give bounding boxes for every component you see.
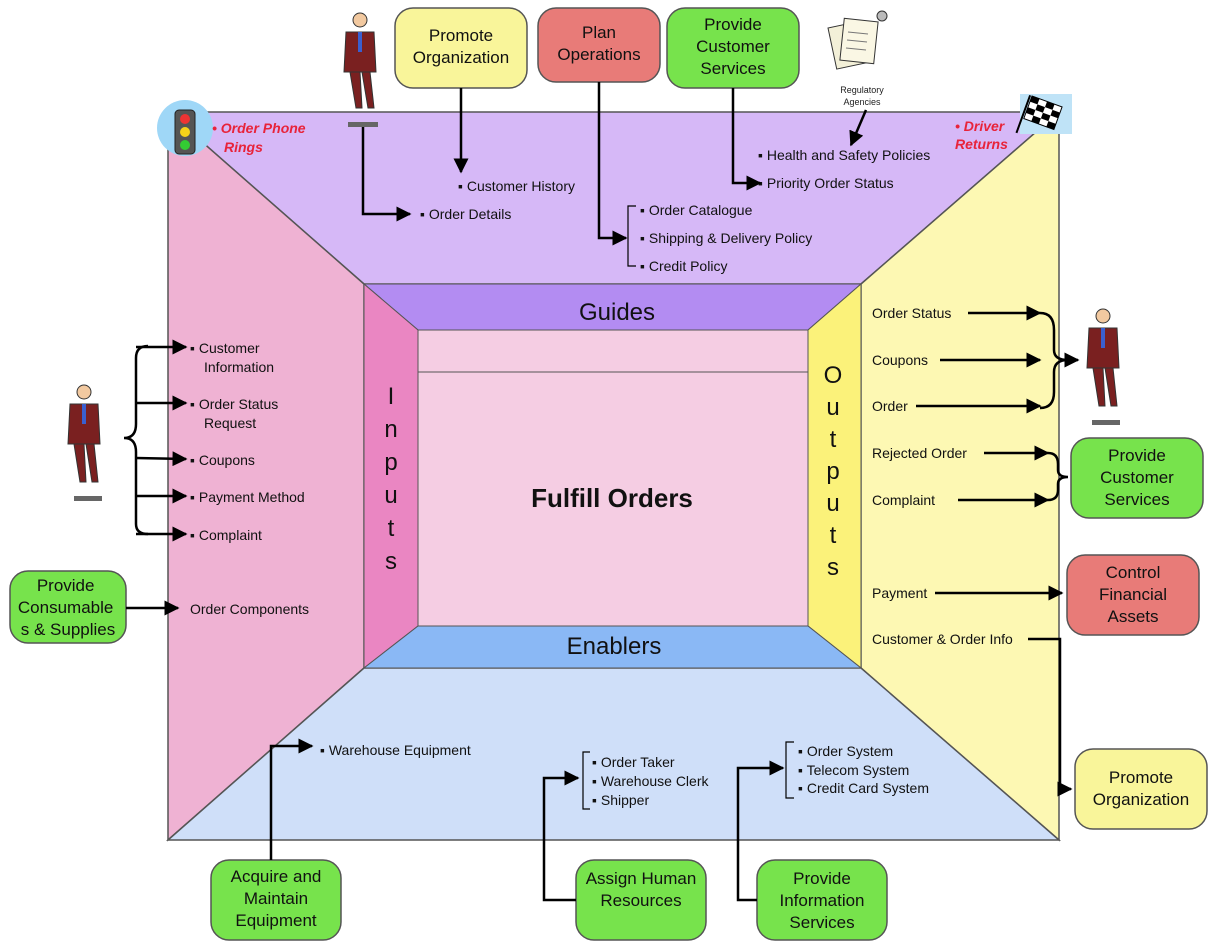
driver-returns-note: • Driver Returns bbox=[955, 118, 1008, 152]
connector-plan-to-policies bbox=[597, 82, 628, 246]
connector-equipment-to-warehouse bbox=[269, 738, 314, 860]
center-box bbox=[417, 329, 809, 627]
guides-item-customer-history: ▪ Customer History bbox=[458, 178, 575, 194]
inputs-item-coupons: ▪ Coupons bbox=[190, 452, 255, 468]
connector-to-coupons bbox=[135, 451, 188, 467]
vertical-letter: n bbox=[384, 416, 397, 443]
guides-item-order-details: ▪ Order Details bbox=[420, 206, 511, 222]
inputs-item-complaint: ▪ Complaint bbox=[190, 527, 262, 543]
vertical-letter: O bbox=[824, 362, 843, 389]
person-icon bbox=[343, 12, 377, 109]
person-stand bbox=[74, 496, 102, 501]
enablers-item-credit-card-system: ▪ Credit Card System bbox=[798, 780, 929, 796]
vertical-letter: s bbox=[827, 554, 839, 581]
staff-bracket bbox=[582, 751, 590, 810]
outputs-item-order: Order bbox=[872, 398, 908, 414]
checkered-flag-icon bbox=[1015, 94, 1072, 134]
connector-info-out bbox=[1028, 637, 1073, 797]
inputs-item-order-status-request-line2: Request bbox=[204, 415, 256, 431]
provide-consumables-box-label: Provide Consumable s & Supplies bbox=[18, 576, 118, 639]
connector-human-to-staff bbox=[542, 770, 580, 902]
vertical-letter: t bbox=[830, 426, 837, 453]
person-icon bbox=[67, 384, 101, 483]
outputs-bracket-services bbox=[1047, 451, 1069, 502]
traffic-light-icon bbox=[157, 100, 213, 156]
enablers-item-telecom-system: ▪ Telecom System bbox=[798, 762, 909, 778]
vertical-letter: p bbox=[826, 458, 839, 485]
acquire-maintain-equipment-box[interactable] bbox=[210, 859, 342, 941]
documents-icon bbox=[827, 10, 888, 70]
provide-customer-services-box-right[interactable] bbox=[1070, 437, 1204, 519]
guides-item-health-safety: ▪ Health and Safety Policies bbox=[758, 147, 930, 163]
order-phone-rings-note: • Order Phone Rings bbox=[212, 120, 309, 155]
inputs-item-customer-information-line2: Information bbox=[204, 359, 274, 375]
guides-item-credit-policy: ▪ Credit Policy bbox=[640, 258, 727, 274]
vertical-letter: p bbox=[384, 449, 397, 476]
person-icon bbox=[1086, 308, 1120, 407]
enablers-title: Enablers bbox=[567, 633, 662, 660]
enablers-item-shipper: ▪ Shipper bbox=[592, 792, 649, 808]
guides-title: Guides bbox=[579, 299, 655, 326]
vertical-letter: t bbox=[830, 522, 837, 549]
enablers-item-order-system: ▪ Order System bbox=[798, 743, 893, 759]
vertical-letter: s bbox=[385, 548, 397, 575]
outputs-item-coupons: Coupons bbox=[872, 352, 928, 368]
systems-bracket bbox=[785, 741, 794, 799]
enablers-item-warehouse-clerk: ▪ Warehouse Clerk bbox=[592, 773, 709, 789]
connector-person-to-order-details bbox=[361, 127, 412, 222]
outputs-item-order-status: Order Status bbox=[872, 305, 951, 321]
inputs-item-order-status-request: ▪ Order Status bbox=[190, 396, 278, 412]
person-stand bbox=[348, 122, 378, 127]
inputs-bracket bbox=[123, 344, 149, 536]
vertical-letter: u bbox=[826, 394, 839, 421]
outputs-item-rejected-order: Rejected Order bbox=[872, 445, 967, 461]
enablers-item-order-taker: ▪ Order Taker bbox=[592, 754, 675, 770]
guides-item-priority-status: ▪ Priority Order Status bbox=[758, 175, 894, 191]
outputs-item-complaint: Complaint bbox=[872, 492, 935, 508]
connector-services-to-priority bbox=[731, 88, 762, 191]
connector-info-to-systems bbox=[736, 760, 785, 902]
inputs-item-order-components: Order Components bbox=[190, 601, 309, 617]
connector-regulatory-to-health bbox=[849, 109, 868, 147]
guides-item-order-catalogue: ▪ Order Catalogue bbox=[640, 202, 753, 218]
vertical-letter: u bbox=[384, 482, 397, 509]
center-title: Fulfill Orders bbox=[531, 483, 693, 513]
vertical-letter: t bbox=[388, 515, 395, 542]
vertical-letter: u bbox=[826, 490, 839, 517]
inputs-item-customer-information: ▪ Customer bbox=[190, 340, 260, 356]
enablers-item-warehouse-equipment: ▪ Warehouse Equipment bbox=[320, 742, 471, 758]
outputs-item-customer-order-info: Customer & Order Info bbox=[872, 631, 1013, 647]
policies-bracket bbox=[627, 205, 636, 267]
inputs-band bbox=[363, 282, 419, 670]
control-financial-assets-box[interactable] bbox=[1066, 554, 1200, 636]
guides-item-shipping-policy: ▪ Shipping & Delivery Policy bbox=[640, 230, 812, 246]
vertical-letter: I bbox=[388, 383, 395, 410]
promote-organization-box-right[interactable] bbox=[1074, 748, 1208, 830]
outputs-item-payment: Payment bbox=[872, 585, 927, 601]
person-stand bbox=[1092, 420, 1120, 425]
inputs-item-payment-method: ▪ Payment Method bbox=[190, 489, 305, 505]
